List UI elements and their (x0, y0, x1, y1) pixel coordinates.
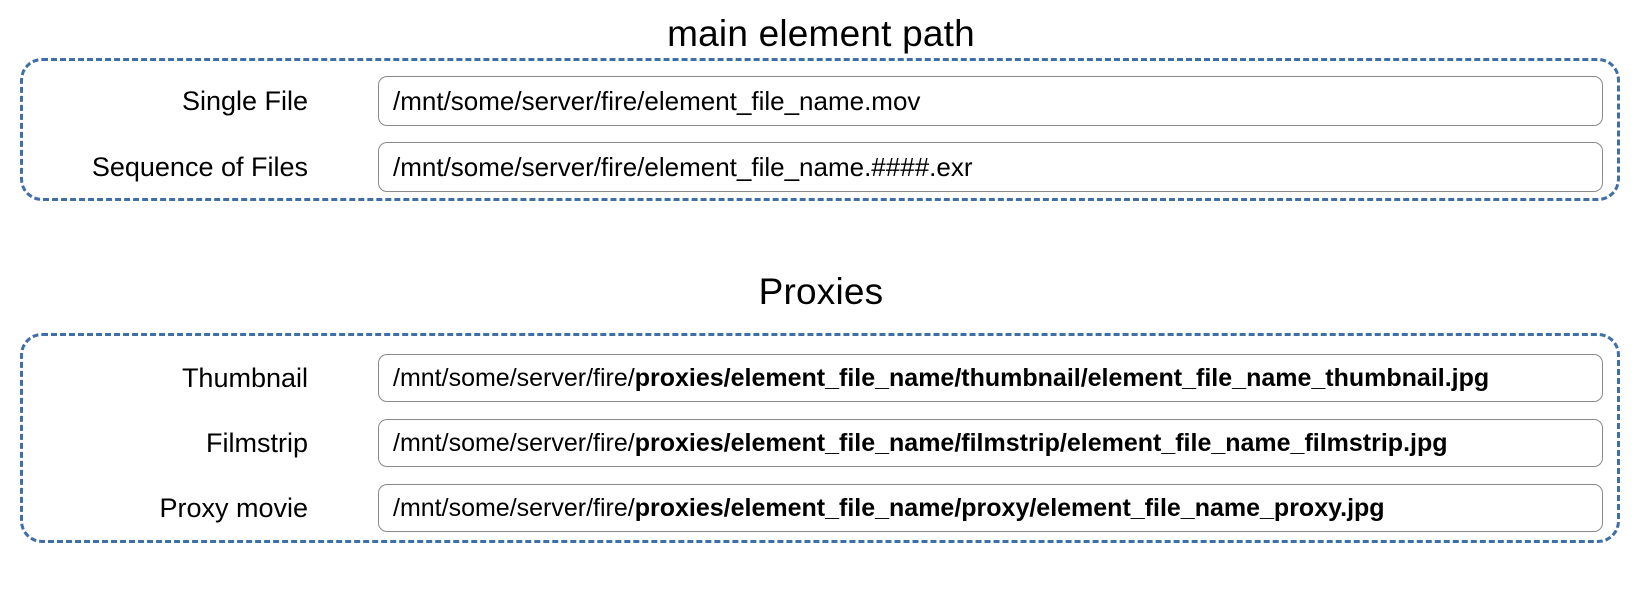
field-value-prefix: /mnt/some/server/fire/ (393, 428, 635, 457)
field-value-bold: proxies/element_file_name/filmstrip/elem… (634, 428, 1448, 457)
field-input-single-file[interactable]: /mnt/some/server/fire/element_file_name.… (378, 76, 1603, 126)
field-label-sequence-of-files: Sequence of Files (91, 151, 308, 182)
field-input-proxy-movie[interactable]: /mnt/some/server/fire/proxies/element_fi… (378, 484, 1603, 532)
field-value-prefix: /mnt/some/server/fire/ (393, 363, 635, 392)
field-input-thumbnail[interactable]: /mnt/some/server/fire/proxies/element_fi… (378, 354, 1603, 402)
field-value-single-file: /mnt/some/server/fire/element_file_name.… (379, 88, 920, 114)
field-value-prefix: /mnt/some/server/fire/ (393, 493, 635, 522)
field-value-prefix: /mnt/some/server/fire/element_file_name.… (393, 86, 921, 116)
field-input-sequence-of-files[interactable]: /mnt/some/server/fire/element_file_name.… (378, 142, 1603, 192)
field-label-single-file: Single File (181, 85, 308, 116)
field-label-thumbnail: Thumbnail (181, 362, 308, 393)
field-value-prefix: /mnt/some/server/fire/element_file_name.… (393, 152, 973, 182)
field-label-proxy-movie: Proxy movie (159, 492, 308, 523)
field-row-single-file: Single File /mnt/some/server/fire/elemen… (23, 76, 1623, 126)
field-value-proxy-movie: /mnt/some/server/fire/proxies/element_fi… (379, 493, 1385, 522)
proxies-heading: Proxies (758, 271, 884, 312)
main-element-path-heading: main element path (667, 13, 975, 54)
field-value-filmstrip: /mnt/some/server/fire/proxies/element_fi… (379, 428, 1448, 457)
proxies-group: Thumbnail /mnt/some/server/fire/proxies/… (20, 333, 1620, 543)
field-row-proxy-movie: Proxy movie /mnt/some/server/fire/proxie… (23, 484, 1623, 532)
field-row-filmstrip: Filmstrip /mnt/some/server/fire/proxies/… (23, 419, 1623, 467)
field-label-filmstrip: Filmstrip (206, 427, 308, 458)
field-row-thumbnail: Thumbnail /mnt/some/server/fire/proxies/… (23, 354, 1623, 402)
field-value-bold: proxies/element_file_name/thumbnail/elem… (634, 363, 1490, 392)
field-value-sequence-of-files: /mnt/some/server/fire/element_file_name.… (379, 154, 973, 180)
field-value-bold: proxies/element_file_name/proxy/element_… (634, 493, 1385, 522)
field-row-sequence-of-files: Sequence of Files /mnt/some/server/fire/… (23, 142, 1623, 192)
field-input-filmstrip[interactable]: /mnt/some/server/fire/proxies/element_fi… (378, 419, 1603, 467)
field-value-thumbnail: /mnt/some/server/fire/proxies/element_fi… (379, 363, 1490, 392)
main-element-path-group: Single File /mnt/some/server/fire/elemen… (20, 58, 1620, 201)
